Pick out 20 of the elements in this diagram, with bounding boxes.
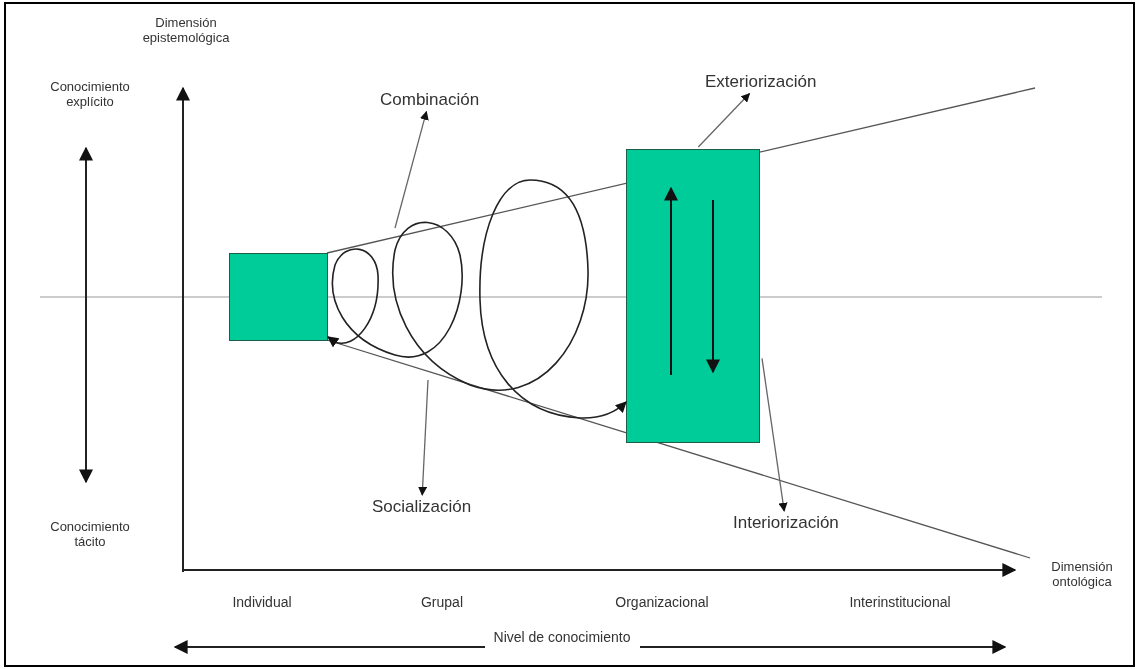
mode-label: Exteriorización	[705, 72, 817, 92]
axis-label: Dimensión epistemológica	[141, 16, 231, 46]
level-label: Grupal	[421, 594, 463, 611]
mode-label: Socialización	[372, 497, 472, 517]
level-label: Organizacional	[615, 594, 709, 611]
pole-label: Conocimiento tácito	[49, 520, 131, 550]
axis-label: Dimensión ontológica	[1050, 560, 1114, 590]
axis-title: Nivel de conocimiento	[493, 629, 631, 646]
mode-label: Interiorización	[733, 513, 839, 533]
individual-box	[229, 253, 328, 341]
organizational-box	[626, 149, 760, 443]
mode-label: Combinación	[380, 90, 480, 110]
leader-arrow	[394, 110, 429, 229]
leader-arrow	[761, 357, 788, 512]
spiral-arrow	[327, 179, 627, 419]
leader-arrow	[418, 379, 429, 496]
pole-label: Conocimiento explícito	[49, 80, 131, 110]
leader-arrow	[697, 92, 751, 148]
level-label: Individual	[232, 594, 292, 611]
level-label: Interinstitucional	[849, 594, 951, 611]
